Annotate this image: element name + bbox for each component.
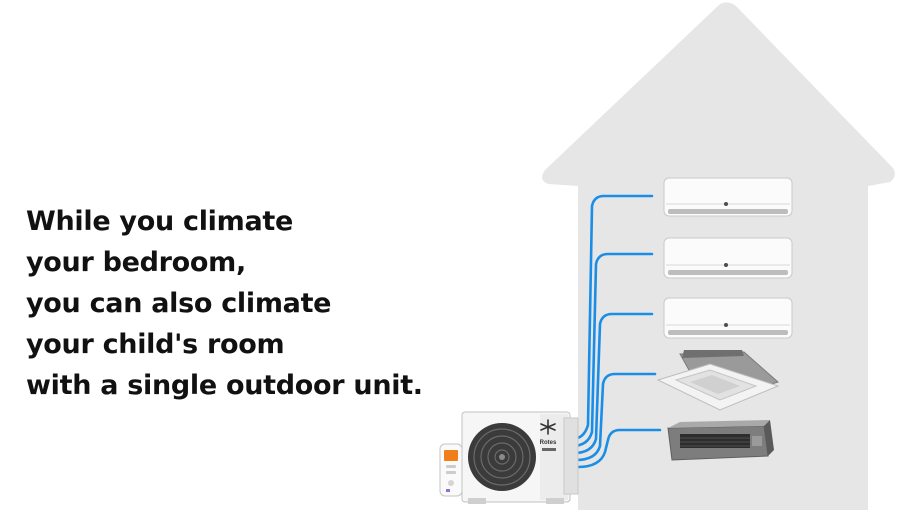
outdoor-unit: Rotes <box>461 411 579 504</box>
snowflake-logo-icon <box>540 419 556 435</box>
wall-split-unit-2 <box>663 237 793 279</box>
remote-display <box>444 450 458 461</box>
headline-line-5: with a single outdoor unit. <box>26 370 423 401</box>
headline-line-2: your bedroom, <box>26 247 246 278</box>
headline-line-1: While you climate <box>26 206 293 237</box>
wall-split-unit-3 <box>663 297 793 339</box>
ducted-unit <box>667 420 774 461</box>
remote-control <box>439 443 463 497</box>
outdoor-unit-brand: Rotes <box>540 440 557 446</box>
ceiling-cassette-unit <box>656 350 780 411</box>
wall-split-unit-1 <box>663 177 793 217</box>
refrigerant-pipes <box>570 194 662 469</box>
headline: While you climate your bedroom, you can … <box>26 201 423 406</box>
headline-line-3: you can also climate <box>26 288 332 319</box>
headline-line-4: your child's room <box>26 329 285 360</box>
